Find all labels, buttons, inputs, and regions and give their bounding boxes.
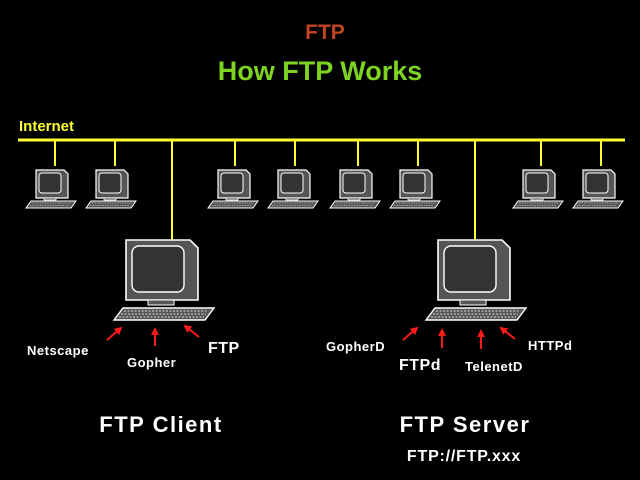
arrow-ftp bbox=[183, 324, 200, 338]
client-label: FTP Client bbox=[99, 412, 222, 437]
computer-icon bbox=[512, 169, 564, 209]
client-app-gopher: Gopher bbox=[127, 355, 176, 370]
server-app-httpd: HTTPd bbox=[528, 338, 572, 353]
server-app-gopherd: GopherD bbox=[326, 339, 385, 354]
computer-icon bbox=[389, 169, 441, 209]
topic-title: FTP bbox=[305, 21, 345, 44]
client-app-netscape: Netscape bbox=[27, 343, 89, 358]
computer-icon bbox=[207, 169, 259, 209]
network-computers bbox=[25, 169, 624, 209]
server-app-telenetd: TelenetD bbox=[465, 359, 523, 374]
server-arrows bbox=[402, 326, 516, 349]
client-computer-icon bbox=[113, 239, 215, 321]
computer-icon bbox=[25, 169, 77, 209]
arrow-gopherd bbox=[402, 326, 419, 341]
server-address: FTP://FTP.xxx bbox=[407, 448, 521, 465]
server-label: FTP Server bbox=[400, 412, 531, 437]
client-arrows bbox=[106, 324, 200, 346]
computer-icon bbox=[267, 169, 319, 209]
computer-icon bbox=[329, 169, 381, 209]
internet-label: Internet bbox=[19, 118, 74, 135]
client-app-ftp: FTP bbox=[208, 340, 240, 357]
arrow-netscape bbox=[106, 326, 123, 341]
arrow-httpd bbox=[499, 326, 516, 340]
server-app-ftpd: FTPd bbox=[399, 357, 441, 374]
computer-icon bbox=[85, 169, 137, 209]
bus-drop-lines bbox=[54, 140, 602, 240]
server-computer-icon bbox=[425, 239, 527, 321]
computer-icon bbox=[572, 169, 624, 209]
page-title: How FTP Works bbox=[218, 56, 423, 86]
